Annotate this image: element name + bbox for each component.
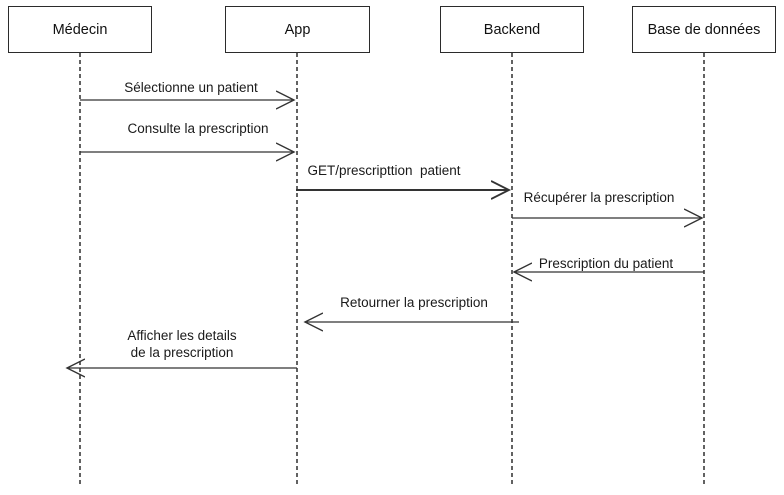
- actor-label-medecin: Médecin: [52, 21, 108, 38]
- actor-label-backend: Backend: [483, 21, 541, 38]
- message-label-consulte-la-prescription: Consulte la prescription: [127, 121, 269, 136]
- message-label-recuperer-la-prescription: Récupérer la prescription: [523, 190, 675, 205]
- actor-box-backend: Backend: [440, 6, 584, 53]
- actor-label-app: App: [284, 21, 311, 38]
- message-label-afficher-les-details: Afficher les details de la prescription: [127, 328, 237, 360]
- message-label-retourner-la-prescription: Retourner la prescription: [340, 295, 488, 310]
- message-label-get-prescription-patient: GET/prescripttion patient: [307, 163, 461, 178]
- actor-box-medecin: Médecin: [8, 6, 152, 53]
- actor-box-app: App: [225, 6, 370, 53]
- actor-label-database: Base de données: [647, 21, 761, 38]
- actor-box-database: Base de données: [632, 6, 776, 53]
- message-label-prescription-du-patient: Prescription du patient: [538, 256, 674, 271]
- message-label-selectionne-un-patient: Sélectionne un patient: [124, 80, 258, 95]
